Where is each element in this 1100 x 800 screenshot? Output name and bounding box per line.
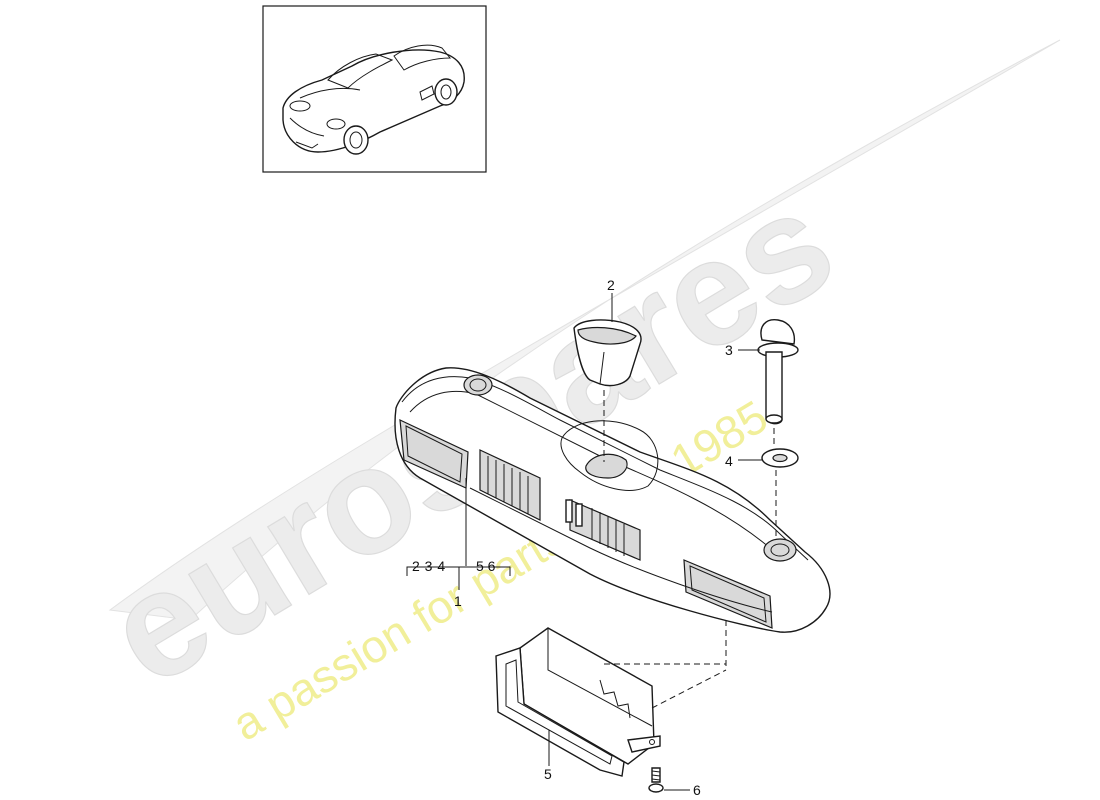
part-3-pin	[757, 319, 799, 425]
part-6-screw	[648, 767, 664, 793]
part-4-washer	[761, 448, 799, 468]
callout-1: 1	[454, 593, 462, 609]
console-slots	[565, 499, 625, 556]
callout-group-right: 5 6	[476, 558, 496, 574]
callout-4: 4	[725, 453, 733, 469]
vehicle-thumbnail	[262, 5, 487, 173]
console-ribs	[487, 456, 529, 514]
leader-lines	[406, 293, 777, 791]
callout-6: 6	[693, 782, 701, 798]
callout-3: 3	[725, 342, 733, 358]
part-1-console	[394, 367, 831, 633]
part-5-tray	[495, 627, 661, 777]
car-icon	[282, 44, 465, 155]
callout-2: 2	[607, 277, 615, 293]
callout-group-left: 2 3 4	[412, 558, 445, 574]
callouts: 2 3 4 2 3 4 5 6 1 5 6	[412, 277, 733, 798]
callout-5: 5	[544, 766, 552, 782]
part-2-cup-insert	[573, 319, 642, 387]
